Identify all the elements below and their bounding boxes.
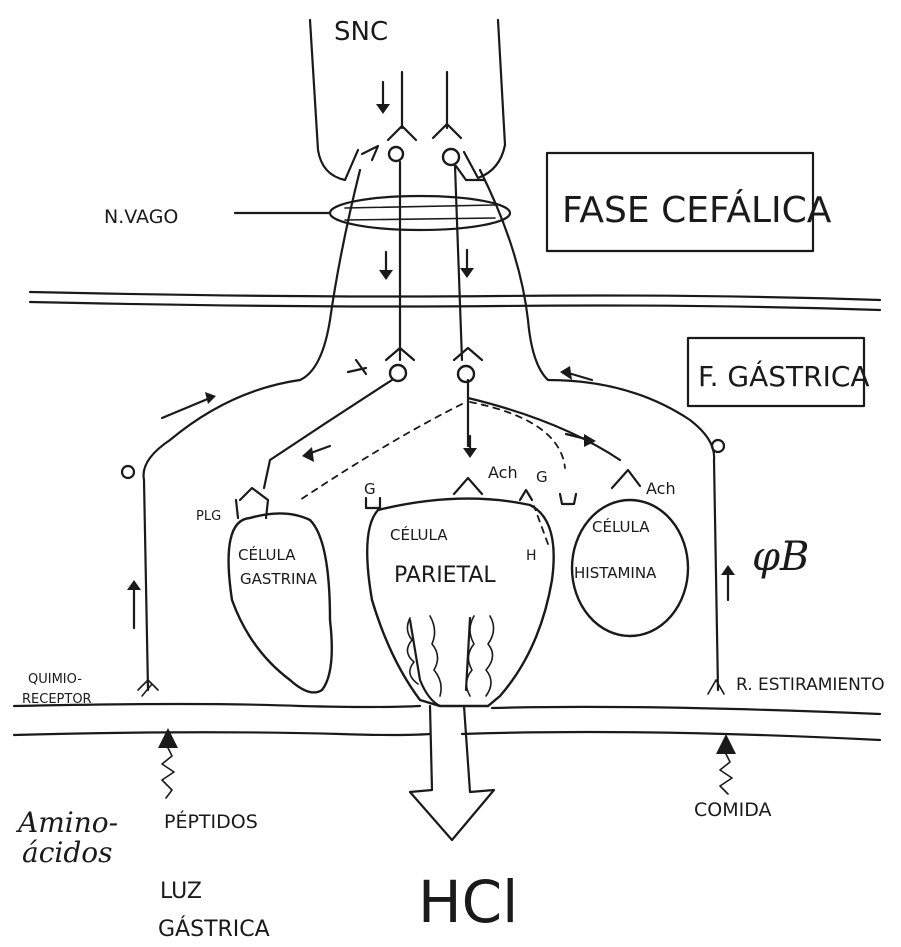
parietal-label-1: CÉLULA xyxy=(390,525,448,544)
gastrina-label-1: CÉLULA xyxy=(238,545,296,564)
hcl-arrow: HCl xyxy=(408,704,518,936)
vagus-nerve-bundle: N.VAGO xyxy=(104,194,512,232)
quimio-label-2: RECEPTOR xyxy=(22,692,92,707)
ach-right-label: Ach xyxy=(646,479,676,498)
plg-label: PLG xyxy=(196,509,221,524)
f-gastrica-label: F. GÁSTRICA xyxy=(698,359,870,393)
gastrina-label-2: GASTRINA xyxy=(240,570,318,588)
g-left-label: G xyxy=(364,480,376,498)
snc-block: SNC xyxy=(308,17,507,182)
parietal-label-2: PARIETAL xyxy=(394,563,496,588)
fase-cefalica-box: FASE CEFÁLICA xyxy=(545,151,832,253)
stomach-wall-lower xyxy=(12,702,882,742)
luminal-stimuli xyxy=(158,728,736,799)
histamine-path xyxy=(533,505,549,545)
fase-cefalica-label: FASE CEFÁLICA xyxy=(562,189,832,231)
hcl-label: HCl xyxy=(418,868,518,936)
vagus-fibers xyxy=(298,160,550,382)
luz-label-2: GÁSTRICA xyxy=(158,916,270,942)
r-estiramiento-label: R. ESTIRAMIENTO xyxy=(736,675,885,695)
afferent-loop-left xyxy=(120,378,302,697)
celula-histamina: CÉLULA HISTAMINA xyxy=(558,468,690,638)
enteric-neurons xyxy=(262,346,622,501)
luz-label-1: LUZ xyxy=(160,879,202,904)
snc-label: SNC xyxy=(334,17,388,47)
ach-center-label: Ach xyxy=(488,463,518,482)
quimio-label-1: QUIMIO- xyxy=(28,672,82,687)
comida-label: COMIDA xyxy=(694,799,772,821)
snc-neurons xyxy=(360,70,486,182)
n-vago-label: N.VAGO xyxy=(104,206,178,228)
histamina-label-2: HISTAMINA xyxy=(574,564,657,582)
g-right-label: G xyxy=(536,468,548,486)
f-gastrica-box: F. GÁSTRICA xyxy=(686,336,870,408)
peptidos-label: PÉPTIDOS xyxy=(164,810,258,833)
afferent-loop-right xyxy=(546,366,735,695)
aminoacidos-label-1: Amino- xyxy=(15,806,118,839)
h-label: H xyxy=(526,548,537,564)
celula-gastrina: CÉLULA GASTRINA PLG xyxy=(196,486,333,694)
aminoacidos-label-2: ácidos xyxy=(22,836,112,869)
celula-parietal: CÉLULA PARIETAL xyxy=(364,476,555,708)
stomach-wall-upper xyxy=(28,290,882,312)
histamina-label-1: CÉLULA xyxy=(592,517,650,536)
author-initials: φB xyxy=(752,534,809,580)
